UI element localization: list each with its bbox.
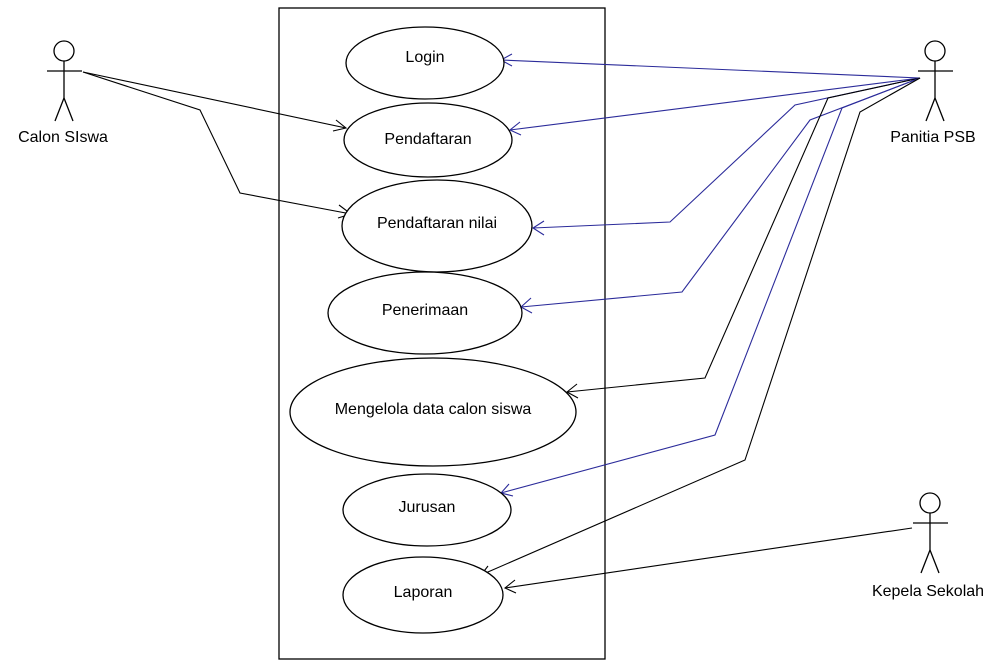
use-case-pendaftaran[interactable]: Pendaftaran <box>343 102 513 178</box>
association-calon-nilai <box>82 71 352 215</box>
use-case-laporan-label: Laporan <box>394 584 453 601</box>
use-case-pendaftaran-ellipse <box>343 102 513 178</box>
association-kepala-laporan <box>504 527 913 589</box>
association-panitia-mengelola <box>566 77 921 393</box>
use-case-mengelola-data-calon-siswa[interactable]: Mengelola data calon siswa <box>289 357 577 467</box>
association-panitia-pendaftaran <box>509 77 921 131</box>
association-panitia-jurusan <box>500 77 921 494</box>
actor-kepela-sekolah[interactable]: Kepela Sekolah <box>872 492 984 600</box>
use-case-penerimaan-label: Penerimaan <box>382 302 468 319</box>
use-case-mengelola-label: Mengelola data calon siswa <box>335 401 532 418</box>
use-case-login-label: Login <box>405 49 444 66</box>
use-case-pendaftaran-nilai[interactable]: Pendaftaran nilai <box>341 179 533 273</box>
arrowhead-pendaftaran-from-panitia <box>508 121 522 136</box>
system-boundary <box>278 7 606 660</box>
use-case-jurusan-label: Jurusan <box>399 499 456 516</box>
use-case-login-ellipse <box>345 26 505 100</box>
association-panitia-login <box>500 59 921 79</box>
stick-figure-icon <box>913 492 948 574</box>
use-case-jurusan[interactable]: Jurusan <box>342 473 512 547</box>
use-case-jurusan-ellipse <box>342 473 512 547</box>
arrowhead-penerimaan-from-panitia <box>520 297 533 314</box>
use-case-mengelola-ellipse <box>289 357 577 467</box>
association-panitia-laporan <box>480 77 921 576</box>
actor-calon-siswa[interactable]: Calon SIswa <box>18 40 108 146</box>
actor-calon-siswa-label: Calon SIswa <box>18 129 108 146</box>
arrowhead-pendaftaran-from-calon <box>332 119 348 132</box>
use-case-penerimaan[interactable]: Penerimaan <box>327 271 523 355</box>
stick-figure-icon <box>918 40 953 122</box>
association-lines <box>82 59 921 589</box>
actor-panitia-psb[interactable]: Panitia PSB <box>890 40 976 146</box>
use-case-pendaftaran-nilai-label: Pendaftaran nilai <box>377 215 497 232</box>
association-calon-pendaftaran <box>82 71 347 129</box>
actor-kepela-sekolah-label: Kepela Sekolah <box>872 583 984 600</box>
use-case-laporan[interactable]: Laporan <box>342 556 504 634</box>
use-case-pendaftaran-label: Pendaftaran <box>384 131 471 148</box>
use-case-penerimaan-ellipse <box>327 271 523 355</box>
arrowhead-nilai-from-panitia <box>531 220 545 236</box>
arrowhead-mengelola-from-panitia <box>566 383 579 399</box>
actor-panitia-psb-label: Panitia PSB <box>890 129 975 146</box>
arrowhead-laporan-from-kepala <box>503 579 517 594</box>
stick-figure-icon <box>47 40 82 122</box>
use-case-laporan-ellipse <box>342 556 504 634</box>
use-case-login[interactable]: Login <box>345 26 505 100</box>
